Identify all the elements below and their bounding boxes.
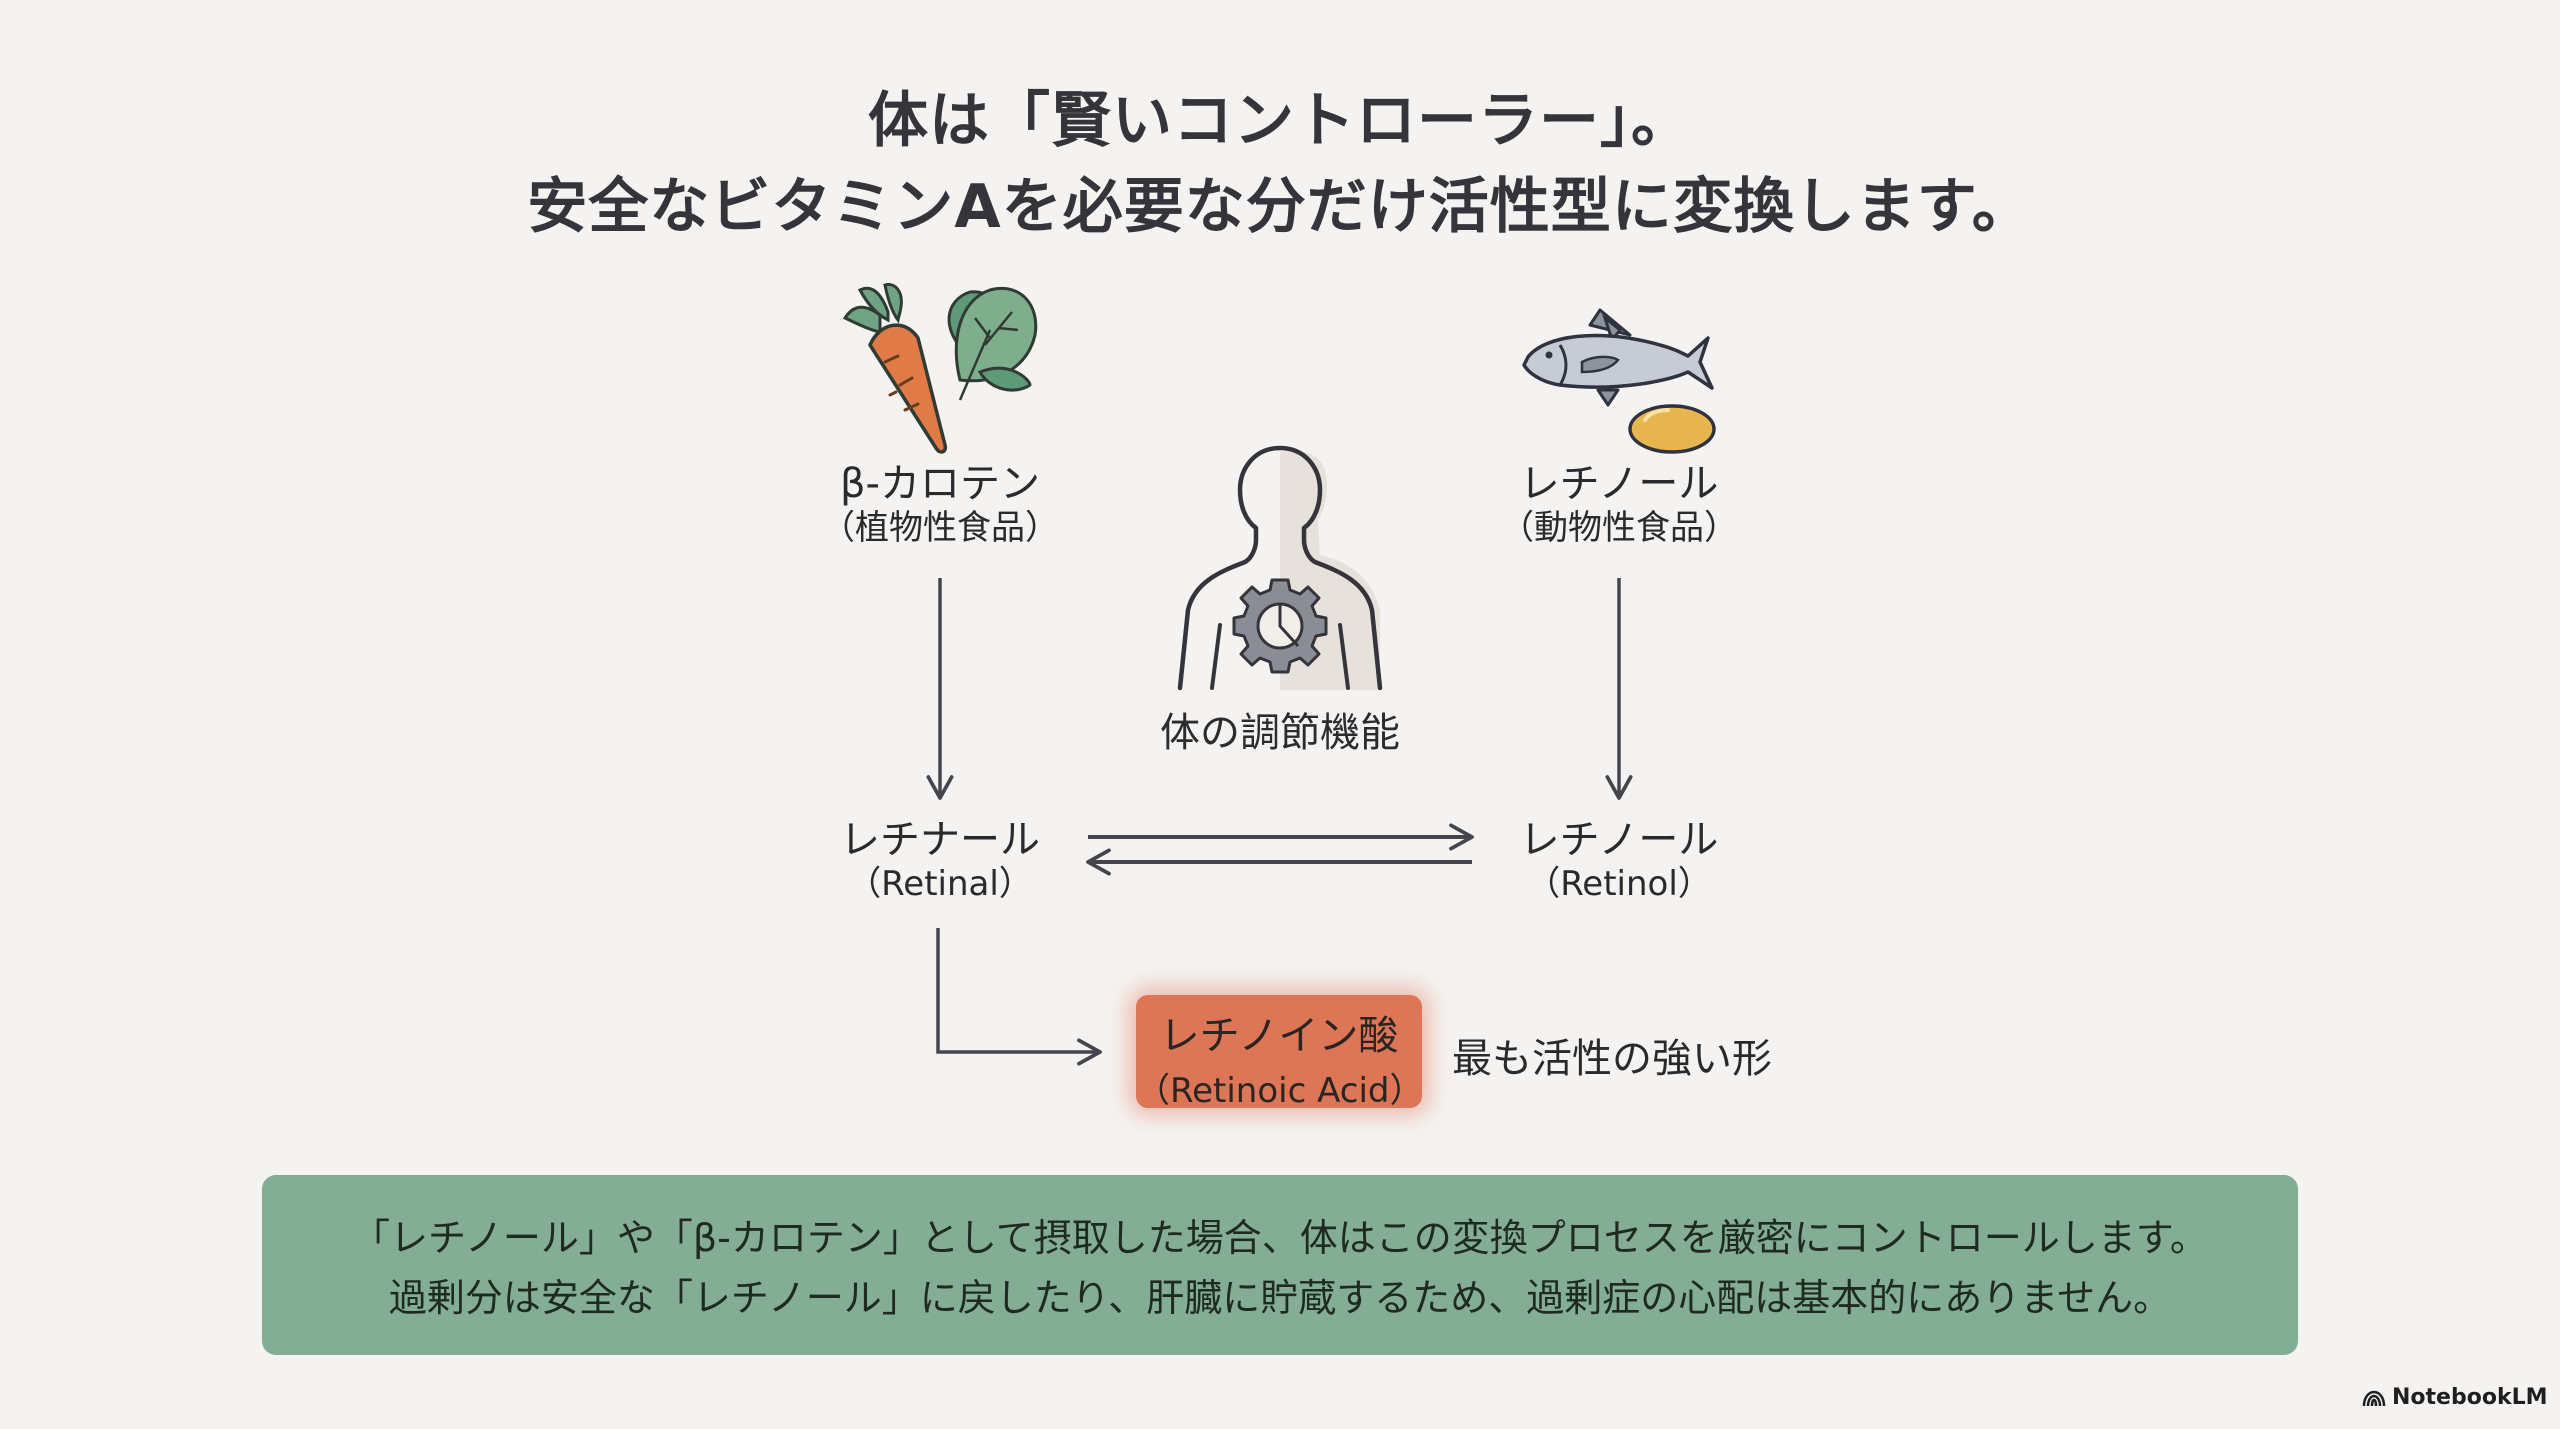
title-line-1: 体は「賢いコントローラー」。 (868, 86, 1692, 156)
node-retinoic-acid-name: レチノイン酸 (1159, 1013, 1399, 1059)
node-retinol-sub: （Retinol） (1526, 864, 1712, 904)
summary-note-line-1: 「レチノール」や「β-カロテン」として摂取した場合、体はこの変換プロセスを厳密に… (352, 1216, 2208, 1260)
spinach-icon (947, 287, 1038, 401)
node-beta-carotene-name: β-カロテン (840, 461, 1040, 507)
arrow-retinal-to-retinoic-acid (936, 928, 1102, 1066)
node-retinol-name: レチノール (1519, 817, 1719, 863)
title-line-2: 安全なビタミンAを必要な分だけ活性型に変換します。 (527, 172, 2033, 242)
node-retinal-sub: （Retinal） (847, 864, 1033, 904)
retinoic-acid-note: 最も活性の強い形 (1452, 1036, 1772, 1082)
node-retinal-name: レチナール (840, 817, 1040, 863)
fish-icon (1522, 308, 1714, 407)
node-retinol-source: レチノール （動物性食品） (1439, 462, 1799, 547)
node-retinoic-acid: レチノイン酸 （Retinoic Acid） (1136, 995, 1423, 1111)
node-retinol-source-name: レチノール (1519, 461, 1719, 507)
carrot-icon (842, 282, 948, 454)
fish-capsule-icon (1522, 308, 1716, 454)
node-beta-carotene: β-カロテン （植物性食品） (760, 462, 1120, 547)
summary-note-line-2: 過剰分は安全な「レチノール」に戻したり、肝臓に貯蔵するため、過剰症の心配は基本的… (388, 1276, 2172, 1320)
capsule-icon (1628, 404, 1716, 454)
brand-watermark: NotebookLM (2362, 1385, 2547, 1410)
brand-label: NotebookLM (2392, 1385, 2548, 1410)
node-retinol-source-sub: （動物性食品） (1500, 508, 1738, 548)
node-retinoic-acid-sub: （Retinoic Acid） (1136, 1071, 1424, 1111)
node-beta-carotene-sub: （植物性食品） (821, 508, 1059, 548)
summary-note-box: 「レチノール」や「β-カロテン」として摂取した場合、体はこの変換プロセスを厳密に… (262, 1175, 2298, 1355)
node-body-regulation: 体の調節機能 (1160, 710, 1400, 756)
human-gear-icon (1177, 445, 1383, 691)
gear-icon (1232, 578, 1328, 674)
node-retinal: レチナール （Retinal） (760, 818, 1120, 903)
node-retinol: レチノール （Retinol） (1439, 818, 1799, 903)
notebooklm-logo-icon (2362, 1390, 2386, 1406)
carrot-spinach-icon (842, 282, 1038, 454)
